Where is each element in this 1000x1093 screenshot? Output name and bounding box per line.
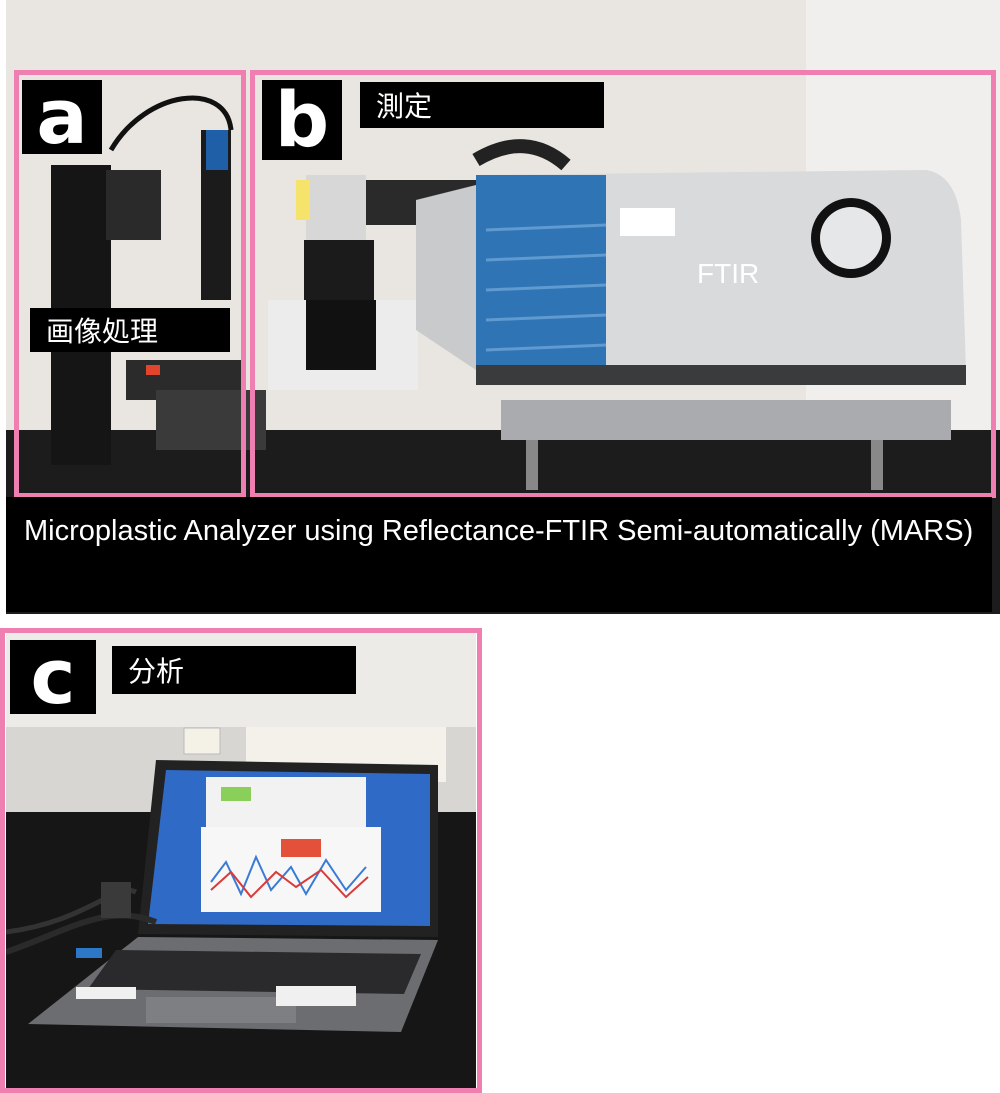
panel-a-letter: a	[22, 79, 102, 155]
panel-b-letter: b	[262, 80, 342, 160]
caption: Microplastic Analyzer using Reflectance-…	[6, 497, 992, 612]
bottom-photo	[6, 632, 476, 1088]
panel-a-label: 画像処理	[30, 308, 230, 352]
panel-c-letter: c	[10, 639, 96, 715]
ftir-label: FTIR	[697, 258, 760, 289]
panel-c-label: 分析	[112, 646, 356, 694]
panel-b-label: 測定	[360, 82, 604, 128]
